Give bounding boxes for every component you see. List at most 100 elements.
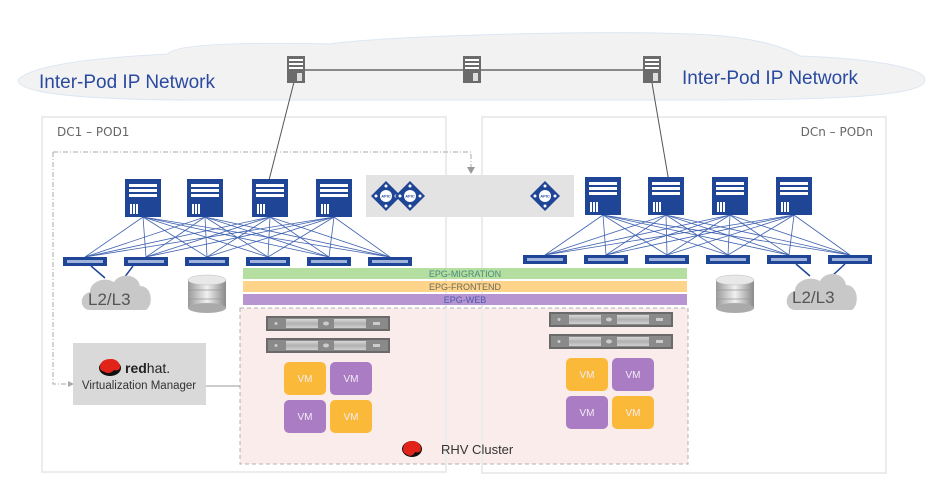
vm-label: VM	[580, 408, 595, 419]
vm-tile[interactable]: VM	[612, 358, 654, 391]
fabric-link	[602, 214, 790, 256]
spine-switch-icon[interactable]	[585, 177, 621, 215]
leaf-switch-icon[interactable]	[584, 255, 628, 264]
fabric-link	[729, 214, 790, 256]
epg-bar-migration: EPG-MIGRATION	[243, 268, 687, 279]
apic-controller-icon[interactable]: APIC	[395, 181, 425, 211]
fabric-link	[665, 214, 790, 256]
vm-tile[interactable]: VM	[330, 362, 372, 395]
vm-tile[interactable]: VM	[612, 396, 654, 429]
leaf-switch-icon[interactable]	[767, 255, 811, 264]
fabric-link	[544, 214, 604, 256]
redhat-logo-text: redhat.	[125, 360, 170, 376]
fabric-link	[328, 216, 335, 258]
host-server-icon[interactable]	[266, 316, 390, 331]
fabric-link	[602, 214, 668, 256]
apic-controller-icon[interactable]: APIC	[530, 181, 560, 211]
virtualization-manager-box[interactable]	[73, 343, 206, 405]
vm-tile[interactable]: VM	[566, 358, 608, 391]
fabric-link	[269, 216, 330, 258]
fabric-link	[145, 216, 335, 258]
ipn-router-icon[interactable]	[287, 56, 305, 83]
leaf-switch-icon[interactable]	[307, 257, 351, 266]
vm-label: VM	[626, 370, 641, 381]
ipn-router-icon[interactable]	[463, 56, 481, 83]
fabric-link	[544, 214, 731, 256]
virtualization-manager-label: Virtualization Manager	[82, 380, 196, 392]
pod-label-left: DC1 – POD1	[57, 125, 129, 139]
leaf-switch-icon[interactable]	[645, 255, 689, 264]
ipn-uplink-right	[651, 82, 671, 189]
mgmt-arrow-right	[68, 381, 74, 387]
vm-label: VM	[344, 412, 359, 423]
leaf-switch-icon[interactable]	[246, 257, 290, 266]
fabric-link	[267, 216, 271, 258]
leaf-switch-icon[interactable]	[706, 255, 750, 264]
fabric-link	[793, 214, 851, 256]
apic-controller-icon[interactable]: APIC	[371, 181, 401, 211]
vm-tile[interactable]: VM	[284, 362, 326, 395]
vm-tile[interactable]: VM	[284, 400, 326, 433]
vm-tile[interactable]: VM	[566, 396, 608, 429]
fabric-link	[204, 216, 269, 258]
svg-text:APIC: APIC	[381, 194, 391, 199]
l2l3-label-right: L2/L3	[792, 288, 835, 307]
fabric-link	[142, 216, 269, 258]
fabric-link	[267, 216, 335, 258]
fabric-link	[602, 214, 729, 256]
fabric-link	[666, 214, 795, 256]
vm-label: VM	[344, 374, 359, 385]
fabric-link	[84, 216, 271, 258]
leaf-switch-icon[interactable]	[63, 257, 107, 266]
leaf-switch-icon[interactable]	[185, 257, 229, 266]
leaf-switch-icon[interactable]	[124, 257, 168, 266]
mgmt-arrow-down	[467, 167, 475, 174]
mgmt-path-left	[52, 152, 68, 385]
fabric-link	[788, 214, 795, 256]
redhat-shadowman-icon	[99, 359, 121, 376]
fabric-link	[605, 214, 795, 256]
fabric-link	[145, 216, 206, 258]
fabric-link	[204, 216, 391, 258]
ipn-router-icon[interactable]	[643, 56, 661, 83]
mgmt-path-top	[53, 151, 472, 170]
storage-icon-right	[715, 274, 755, 313]
fabric-link	[84, 216, 144, 258]
fabric-link	[665, 214, 851, 256]
leaf-switch-icon[interactable]	[828, 255, 872, 264]
leaf-switch-icon[interactable]	[523, 255, 567, 264]
epg-bar-frontend: EPG-FRONTEND	[243, 281, 687, 292]
spine-switch-icon[interactable]	[125, 179, 161, 217]
vm-label: VM	[298, 412, 313, 423]
epg-label-frontend: EPG-FRONTEND	[429, 282, 502, 292]
host-server-icon[interactable]	[266, 338, 390, 353]
spine-switch-icon[interactable]	[316, 179, 352, 217]
vm-label: VM	[298, 374, 313, 385]
spine-switch-icon[interactable]	[776, 177, 812, 215]
fabric-link	[204, 216, 208, 258]
svg-text:APIC: APIC	[540, 194, 550, 199]
fabric-link	[206, 216, 335, 258]
host-server-icon[interactable]	[549, 334, 673, 349]
fabric-link	[665, 214, 729, 256]
spine-switch-icon[interactable]	[648, 177, 684, 215]
host-server-icon[interactable]	[549, 312, 673, 327]
epg-bar-web: EPG-WEB	[243, 294, 687, 305]
fabric-link	[84, 216, 335, 258]
vm-tile[interactable]: VM	[330, 400, 372, 433]
fabric-link	[727, 214, 731, 256]
ipn-label-left: Inter-Pod IP Network	[39, 72, 216, 93]
spine-switch-icon[interactable]	[712, 177, 748, 215]
fabric-link	[544, 214, 795, 256]
fabric-link	[333, 216, 391, 258]
storage-icon-left	[187, 274, 227, 313]
l2l3-label-left: L2/L3	[88, 290, 131, 309]
spine-switch-icon[interactable]	[252, 179, 288, 217]
leaf-switch-icon[interactable]	[368, 257, 412, 266]
spine-switch-icon[interactable]	[187, 179, 223, 217]
vm-label: VM	[626, 408, 641, 419]
redhat-shadowman-icon-cluster	[402, 441, 422, 457]
fabric-link	[84, 216, 206, 258]
fabric-link	[544, 214, 667, 256]
